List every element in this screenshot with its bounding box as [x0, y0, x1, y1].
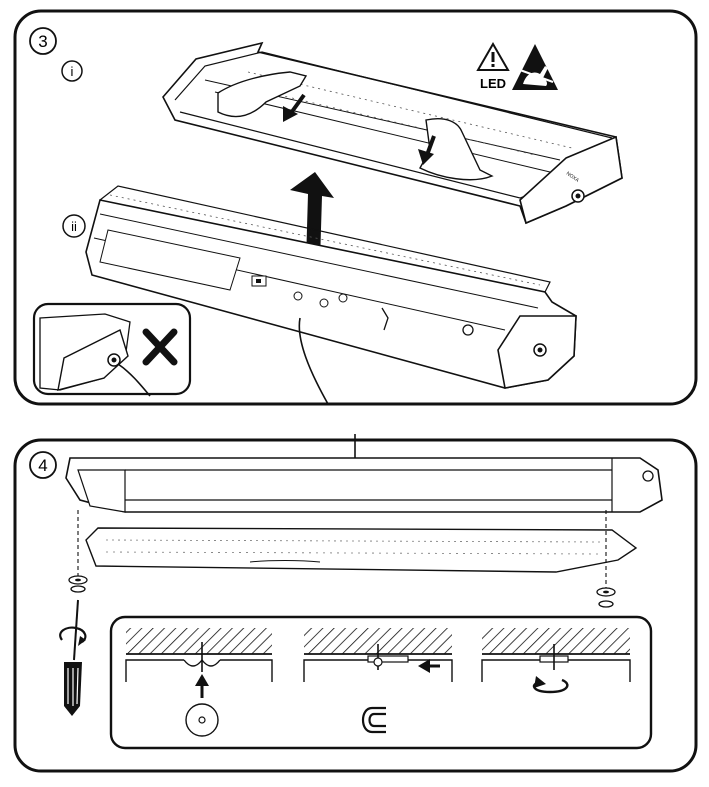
screwdriver-icon [64, 599, 82, 716]
arrow-up-icon [290, 172, 334, 262]
step-4-panel: 4 [13, 434, 698, 773]
washer-icon [185, 703, 219, 737]
lower-tray-illustration [85, 527, 638, 573]
esd-hand-icon [512, 44, 558, 90]
detail-insert-fixing [125, 628, 273, 737]
warning-triangle-icon [476, 41, 510, 71]
washer-icon [596, 587, 616, 608]
step-3-badge: 3 [29, 27, 57, 55]
mounted-luminaire-illustration [65, 457, 663, 513]
do-not-touch-inset [32, 302, 192, 397]
sub-step-ii-label: ii [71, 219, 77, 234]
u-clip-icon [361, 706, 386, 734]
step-3-panel: 3 i ii LED [13, 9, 698, 406]
led-label: LED [480, 76, 506, 91]
washer-icon [68, 575, 88, 593]
step-3-number: 3 [38, 32, 47, 51]
sub-step-ii-badge: ii [62, 214, 86, 238]
rotate-arrow-icon [59, 626, 87, 646]
arrow-down-icon [418, 135, 436, 165]
x-mark-icon [142, 328, 178, 366]
sub-step-i-badge: i [61, 60, 83, 82]
led-warning-group: LED [476, 41, 558, 91]
arrow-left-icon [418, 659, 440, 673]
luminaire-housing-illustration [85, 185, 577, 405]
arrow-up-icon [195, 674, 209, 698]
rotate-arrow-icon [532, 676, 569, 694]
led-tray-illustration: NOXA [162, 41, 623, 225]
detail-slide-clip [303, 628, 453, 734]
mounting-detail-inset [109, 615, 653, 750]
step-4-number: 4 [38, 456, 47, 475]
step-4-badge: 4 [29, 451, 57, 479]
arrow-down-icon [283, 93, 306, 122]
sub-step-i-label: i [71, 64, 74, 79]
detail-tighten-screw [481, 628, 631, 694]
